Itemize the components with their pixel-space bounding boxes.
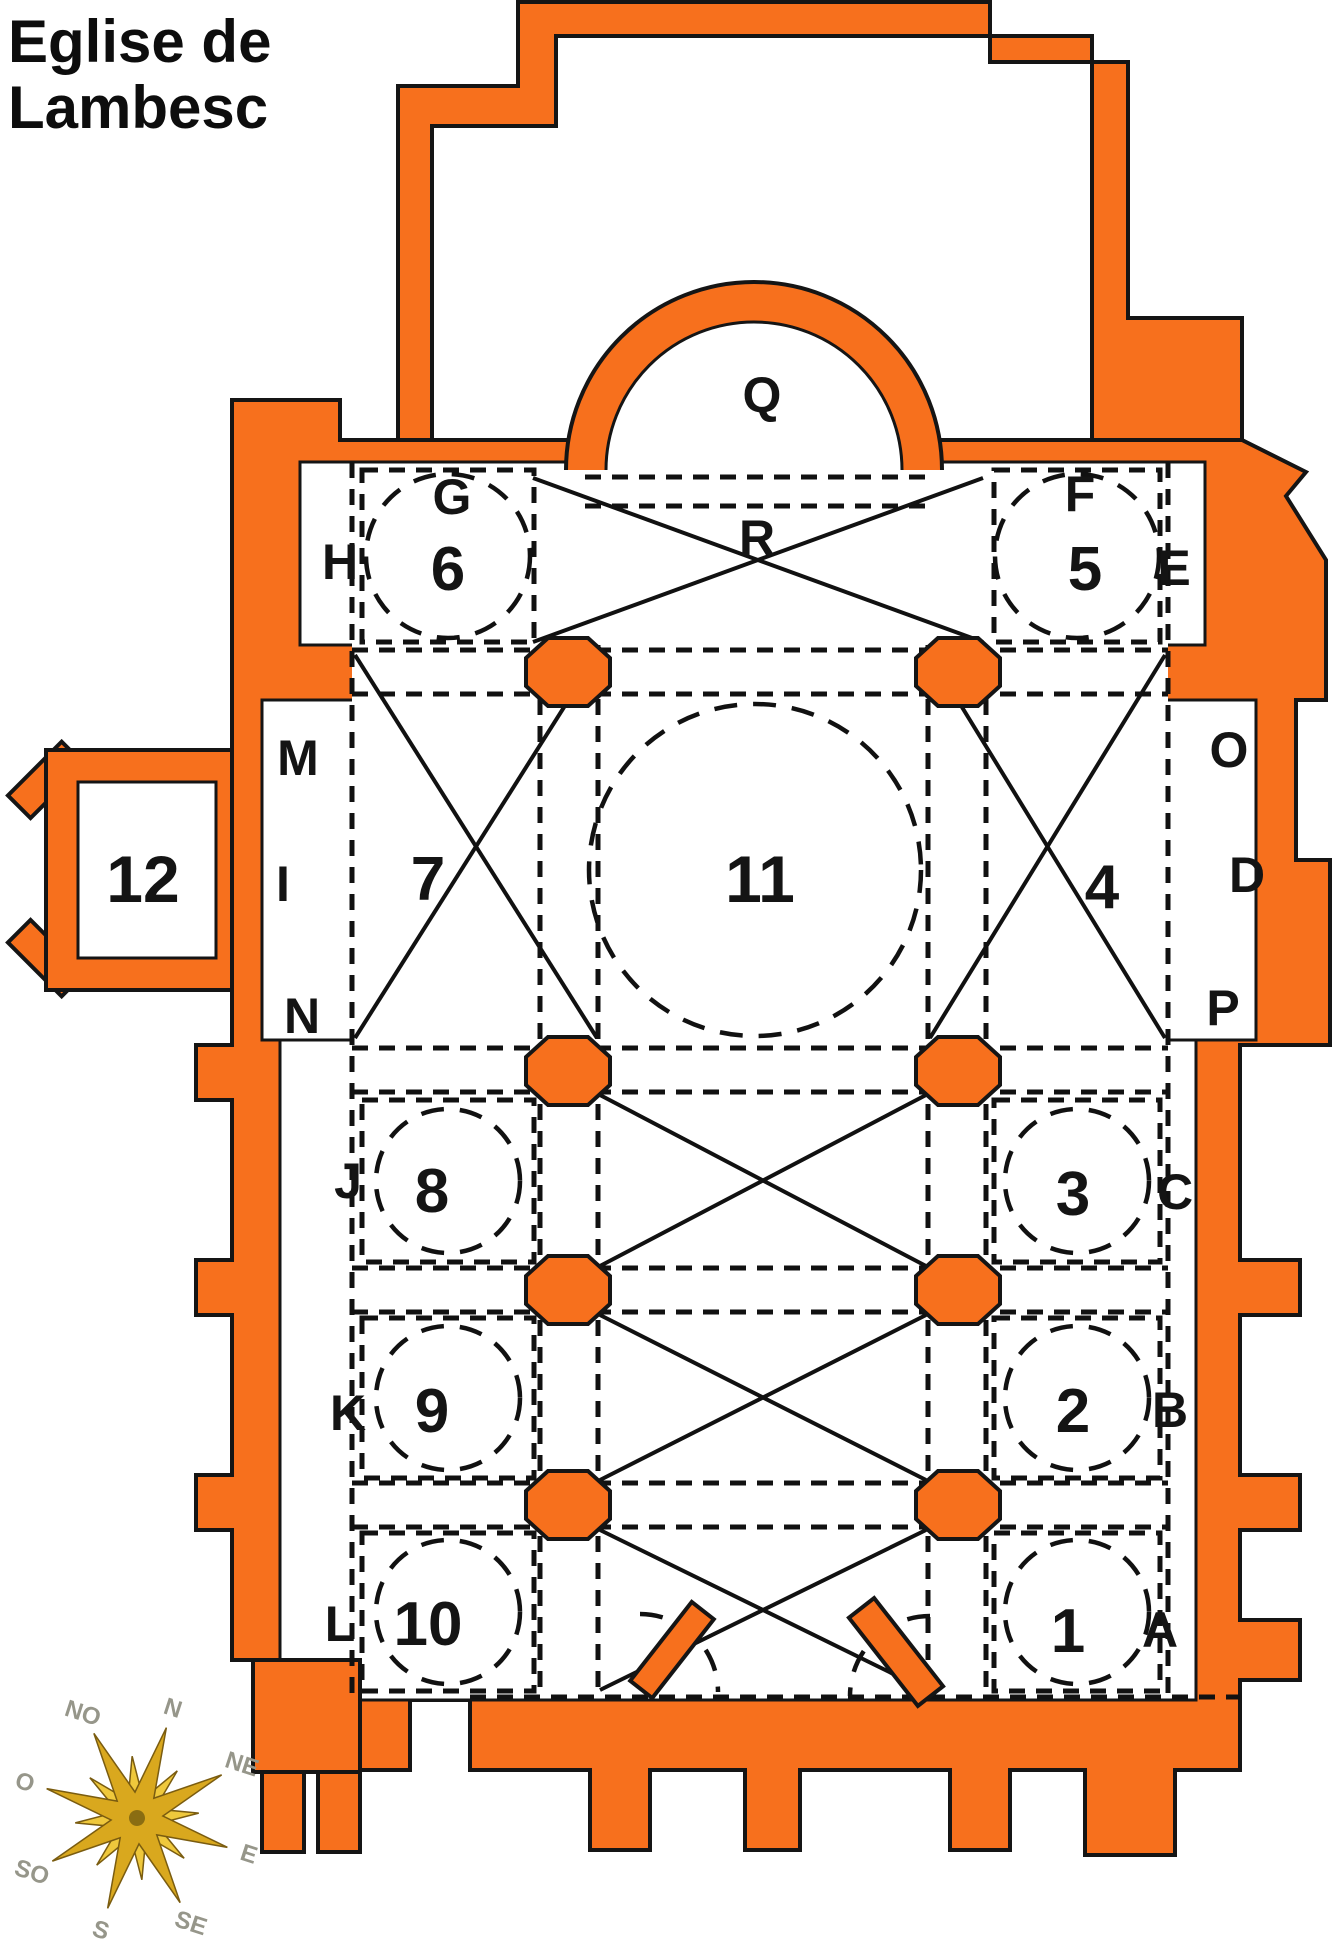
location-letter-l: L bbox=[325, 1596, 356, 1652]
compass-e: E bbox=[237, 1839, 261, 1870]
door-swing-right-icon bbox=[847, 1613, 931, 1697]
dome-circle-2 bbox=[1002, 1323, 1152, 1473]
room-number-12: 12 bbox=[106, 842, 179, 916]
page-title: Eglise de Lambesc bbox=[8, 8, 271, 141]
dome-circle-9 bbox=[373, 1323, 523, 1473]
location-letter-p: P bbox=[1206, 980, 1239, 1036]
transept-interior bbox=[260, 698, 1258, 1042]
nave-interior bbox=[278, 1038, 1198, 1702]
apse-interior bbox=[604, 320, 904, 471]
dome-circle-1 bbox=[1002, 1537, 1152, 1687]
room-number-10: 10 bbox=[394, 1590, 463, 1659]
bottom-left-foot bbox=[251, 1658, 362, 1774]
dome-circle-6 bbox=[363, 471, 533, 641]
room-number-8: 8 bbox=[415, 1157, 449, 1226]
door-leaf-right-icon bbox=[846, 1595, 946, 1709]
dome-circle-central bbox=[586, 701, 924, 1039]
room-number-1: 1 bbox=[1051, 1597, 1085, 1666]
dome-circle-10 bbox=[373, 1537, 523, 1687]
location-letter-k: K bbox=[330, 1385, 366, 1441]
location-letter-q: Q bbox=[743, 367, 782, 423]
location-letter-f: F bbox=[1065, 466, 1096, 522]
entrance-doors bbox=[627, 1595, 946, 1709]
vault-cross-lines bbox=[353, 476, 1167, 1692]
room-number-11: 11 bbox=[725, 842, 795, 916]
title-line-2: Lambesc bbox=[8, 74, 268, 141]
dome-circle-3 bbox=[1002, 1106, 1152, 1256]
location-letter-h: H bbox=[322, 534, 358, 590]
room-number-6: 6 bbox=[431, 535, 465, 604]
room-number-3: 3 bbox=[1056, 1160, 1090, 1229]
location-letter-n: N bbox=[284, 988, 320, 1044]
compass-s: S bbox=[89, 1915, 113, 1946]
location-letter-g: G bbox=[433, 469, 472, 525]
location-letters: A B C D E F G H I J K L M N O P Q R bbox=[276, 367, 1265, 1658]
title-line-1: Eglise de bbox=[8, 8, 271, 75]
compass-center-icon bbox=[129, 1810, 145, 1826]
location-letter-o: O bbox=[1210, 722, 1249, 778]
dome-circle-8 bbox=[373, 1106, 523, 1256]
room-number-5: 5 bbox=[1068, 535, 1102, 604]
dome-circles bbox=[363, 471, 1162, 1687]
room-numbers: 1 2 3 4 5 6 7 8 9 10 11 12 bbox=[106, 535, 1119, 1666]
location-letter-d: D bbox=[1229, 847, 1265, 903]
location-letter-c: C bbox=[1157, 1164, 1193, 1220]
room-number-2: 2 bbox=[1056, 1377, 1090, 1446]
room-12-interior bbox=[76, 780, 218, 960]
location-letter-b: B bbox=[1152, 1382, 1188, 1438]
location-letter-m: M bbox=[277, 730, 319, 786]
location-letter-i: I bbox=[276, 856, 290, 912]
room-number-4: 4 bbox=[1085, 853, 1120, 922]
room-number-9: 9 bbox=[415, 1377, 449, 1446]
location-letter-r: R bbox=[739, 510, 775, 566]
door-leaf-left-icon bbox=[627, 1599, 717, 1701]
piers bbox=[524, 636, 1002, 1541]
location-letter-e: E bbox=[1157, 540, 1190, 596]
location-letter-j: J bbox=[334, 1153, 362, 1209]
chapel-row-interior bbox=[298, 460, 1207, 647]
room-number-7: 7 bbox=[411, 845, 445, 914]
dome-circle-5 bbox=[992, 471, 1162, 641]
location-letter-a: A bbox=[1142, 1602, 1178, 1658]
